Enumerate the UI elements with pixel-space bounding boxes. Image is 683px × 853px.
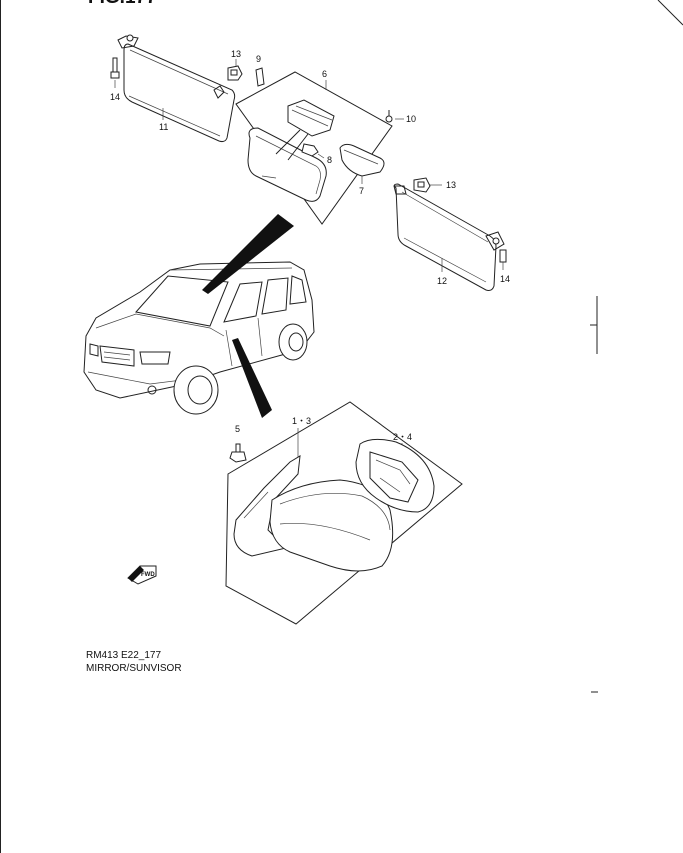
clip-13-top	[227, 65, 243, 81]
screw-10	[385, 110, 393, 123]
callout-1-3: 1・3	[292, 416, 311, 426]
callout-13-top: 13	[231, 49, 241, 59]
sunvisor-left	[117, 34, 236, 143]
clip-13-right	[413, 177, 431, 193]
side-mirror-assy	[233, 455, 394, 572]
mirror-glass	[355, 438, 435, 513]
front-direction-badge: FWD	[127, 565, 157, 585]
callout-6: 6	[322, 69, 327, 79]
corner-line	[657, 0, 683, 26]
callout-11: 11	[159, 122, 168, 132]
front-badge-text: FWD	[141, 572, 155, 578]
callout-2-4: 2・4	[393, 432, 412, 442]
callout-13-right: 13	[446, 180, 456, 190]
vehicle-illustration	[83, 261, 315, 415]
figure-title: FIG.177	[88, 0, 157, 9]
rear-view-mirror	[247, 127, 327, 202]
screw-14-left	[110, 57, 120, 88]
pointer-side-mirror	[232, 338, 272, 418]
pointer-rear-mirror	[202, 214, 294, 294]
lens-7	[339, 143, 385, 177]
callout-12: 12	[437, 276, 447, 286]
callout-14-right: 14	[500, 274, 510, 284]
callout-7: 7	[359, 186, 364, 196]
callout-5: 5	[235, 424, 240, 434]
screw-14-right	[499, 249, 507, 270]
callout-9: 9	[256, 54, 261, 64]
callout-8: 8	[327, 155, 332, 165]
callout-10: 10	[406, 114, 416, 124]
diagram-code: RM413 E22_177	[86, 650, 162, 661]
diagram-name: MIRROR/SUNVISOR	[86, 663, 182, 674]
cap-9	[255, 67, 265, 87]
mirror-mount-bracket	[275, 99, 335, 161]
callout-14-left: 14	[110, 92, 120, 102]
screw-5	[229, 443, 247, 463]
sunvisor-right	[393, 183, 505, 291]
bulb-8	[301, 143, 325, 159]
